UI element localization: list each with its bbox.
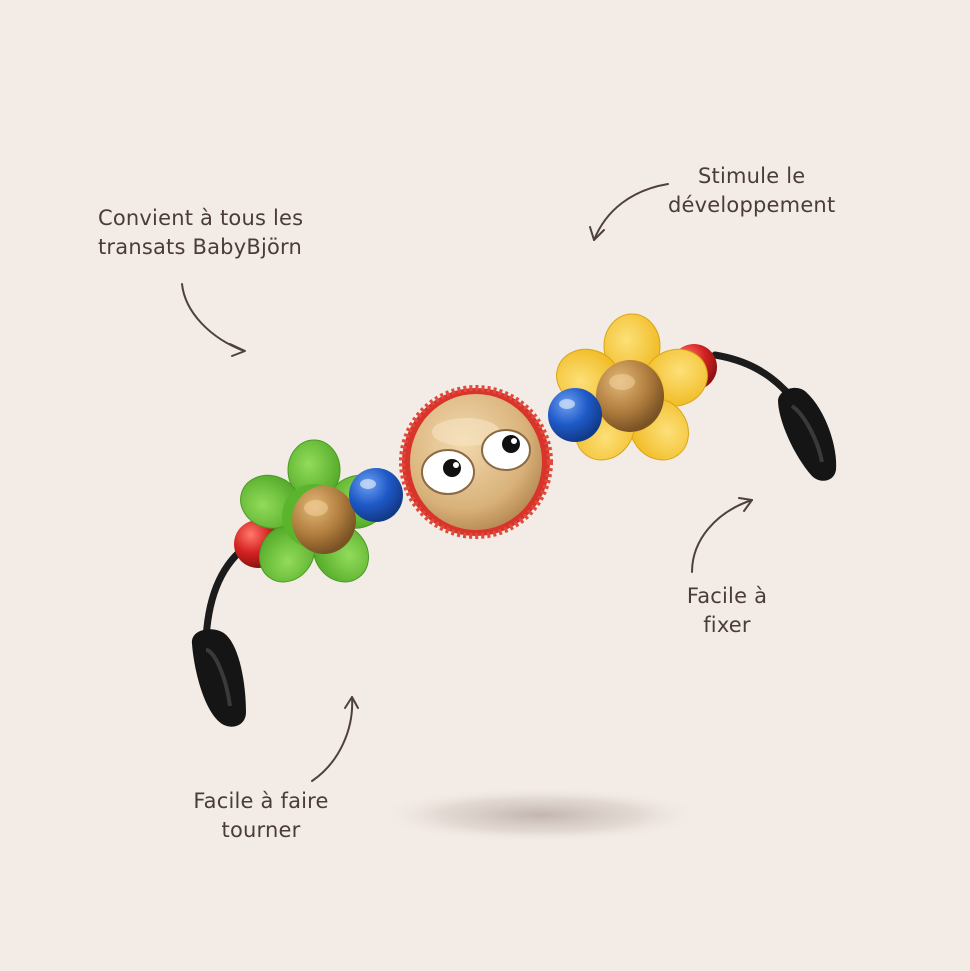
left-eye (421, 449, 475, 495)
right-eye (481, 429, 531, 471)
annotation-line: fixer (703, 613, 751, 637)
face-rattle (399, 385, 553, 539)
yellow-flower (556, 313, 708, 461)
annotation-line: Stimule le (698, 164, 806, 188)
floor-shadow (375, 787, 705, 843)
left-clip (191, 629, 246, 727)
annotation-easy-attach: Facile à fixer (668, 582, 786, 640)
annotation-bouncer-fit: Convient à tous les transats BabyBjörn (98, 204, 303, 262)
annotation-line: tourner (221, 818, 301, 842)
annotation-line: Facile à (686, 584, 768, 608)
annotation-line: Facile à faire (193, 789, 329, 813)
curved-arrow-icon (691, 497, 753, 573)
curved-arrow-icon (589, 183, 669, 241)
curved-arrow-icon (181, 283, 246, 357)
curved-arrow-icon (311, 696, 359, 782)
annotation-line: développement (668, 193, 836, 217)
right-clip (778, 387, 837, 481)
annotation-line: Convient à tous les (98, 206, 304, 230)
annotation-development: Stimule le développement (668, 162, 835, 220)
annotation-easy-rotate: Facile à faire tourner (186, 787, 336, 845)
wood-bead-right (596, 360, 664, 432)
attachment-bar (191, 351, 837, 727)
annotation-line: transats BabyBjörn (98, 235, 303, 259)
blue-bead-right (548, 388, 602, 442)
blue-bead-left (349, 468, 403, 522)
wood-bead-left (292, 486, 356, 554)
